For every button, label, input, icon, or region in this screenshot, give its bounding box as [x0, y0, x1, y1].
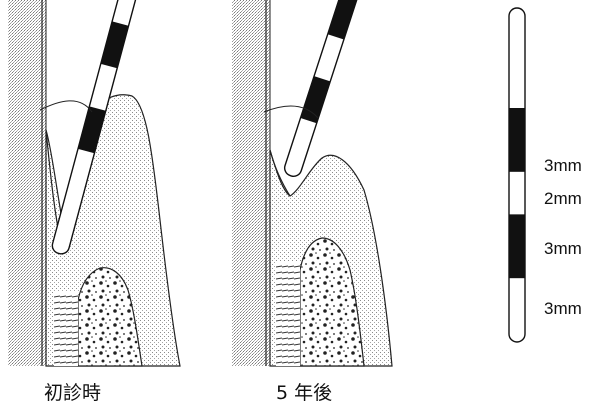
probe-scale [509, 8, 525, 342]
periodontal-ligament [276, 262, 300, 366]
scale-band-1 [509, 108, 525, 172]
caption-initial: 初診時 [44, 384, 101, 403]
scale-label-2: 2mm [544, 190, 582, 207]
scale-band-3 [509, 214, 525, 278]
scale-label-4: 3mm [544, 300, 582, 317]
caption-after-5-years: 5 年後 [276, 384, 332, 403]
tooth-surface [232, 0, 270, 366]
tooth-surface [8, 0, 46, 366]
panel-after-5-years [232, 0, 392, 366]
scale-label-3: 3mm [544, 240, 582, 257]
scale-label-1: 3mm [544, 157, 582, 174]
probe-after [283, 0, 367, 178]
panel-initial [8, 0, 180, 366]
periodontal-ligament [54, 292, 78, 366]
scale-outline [509, 8, 525, 342]
